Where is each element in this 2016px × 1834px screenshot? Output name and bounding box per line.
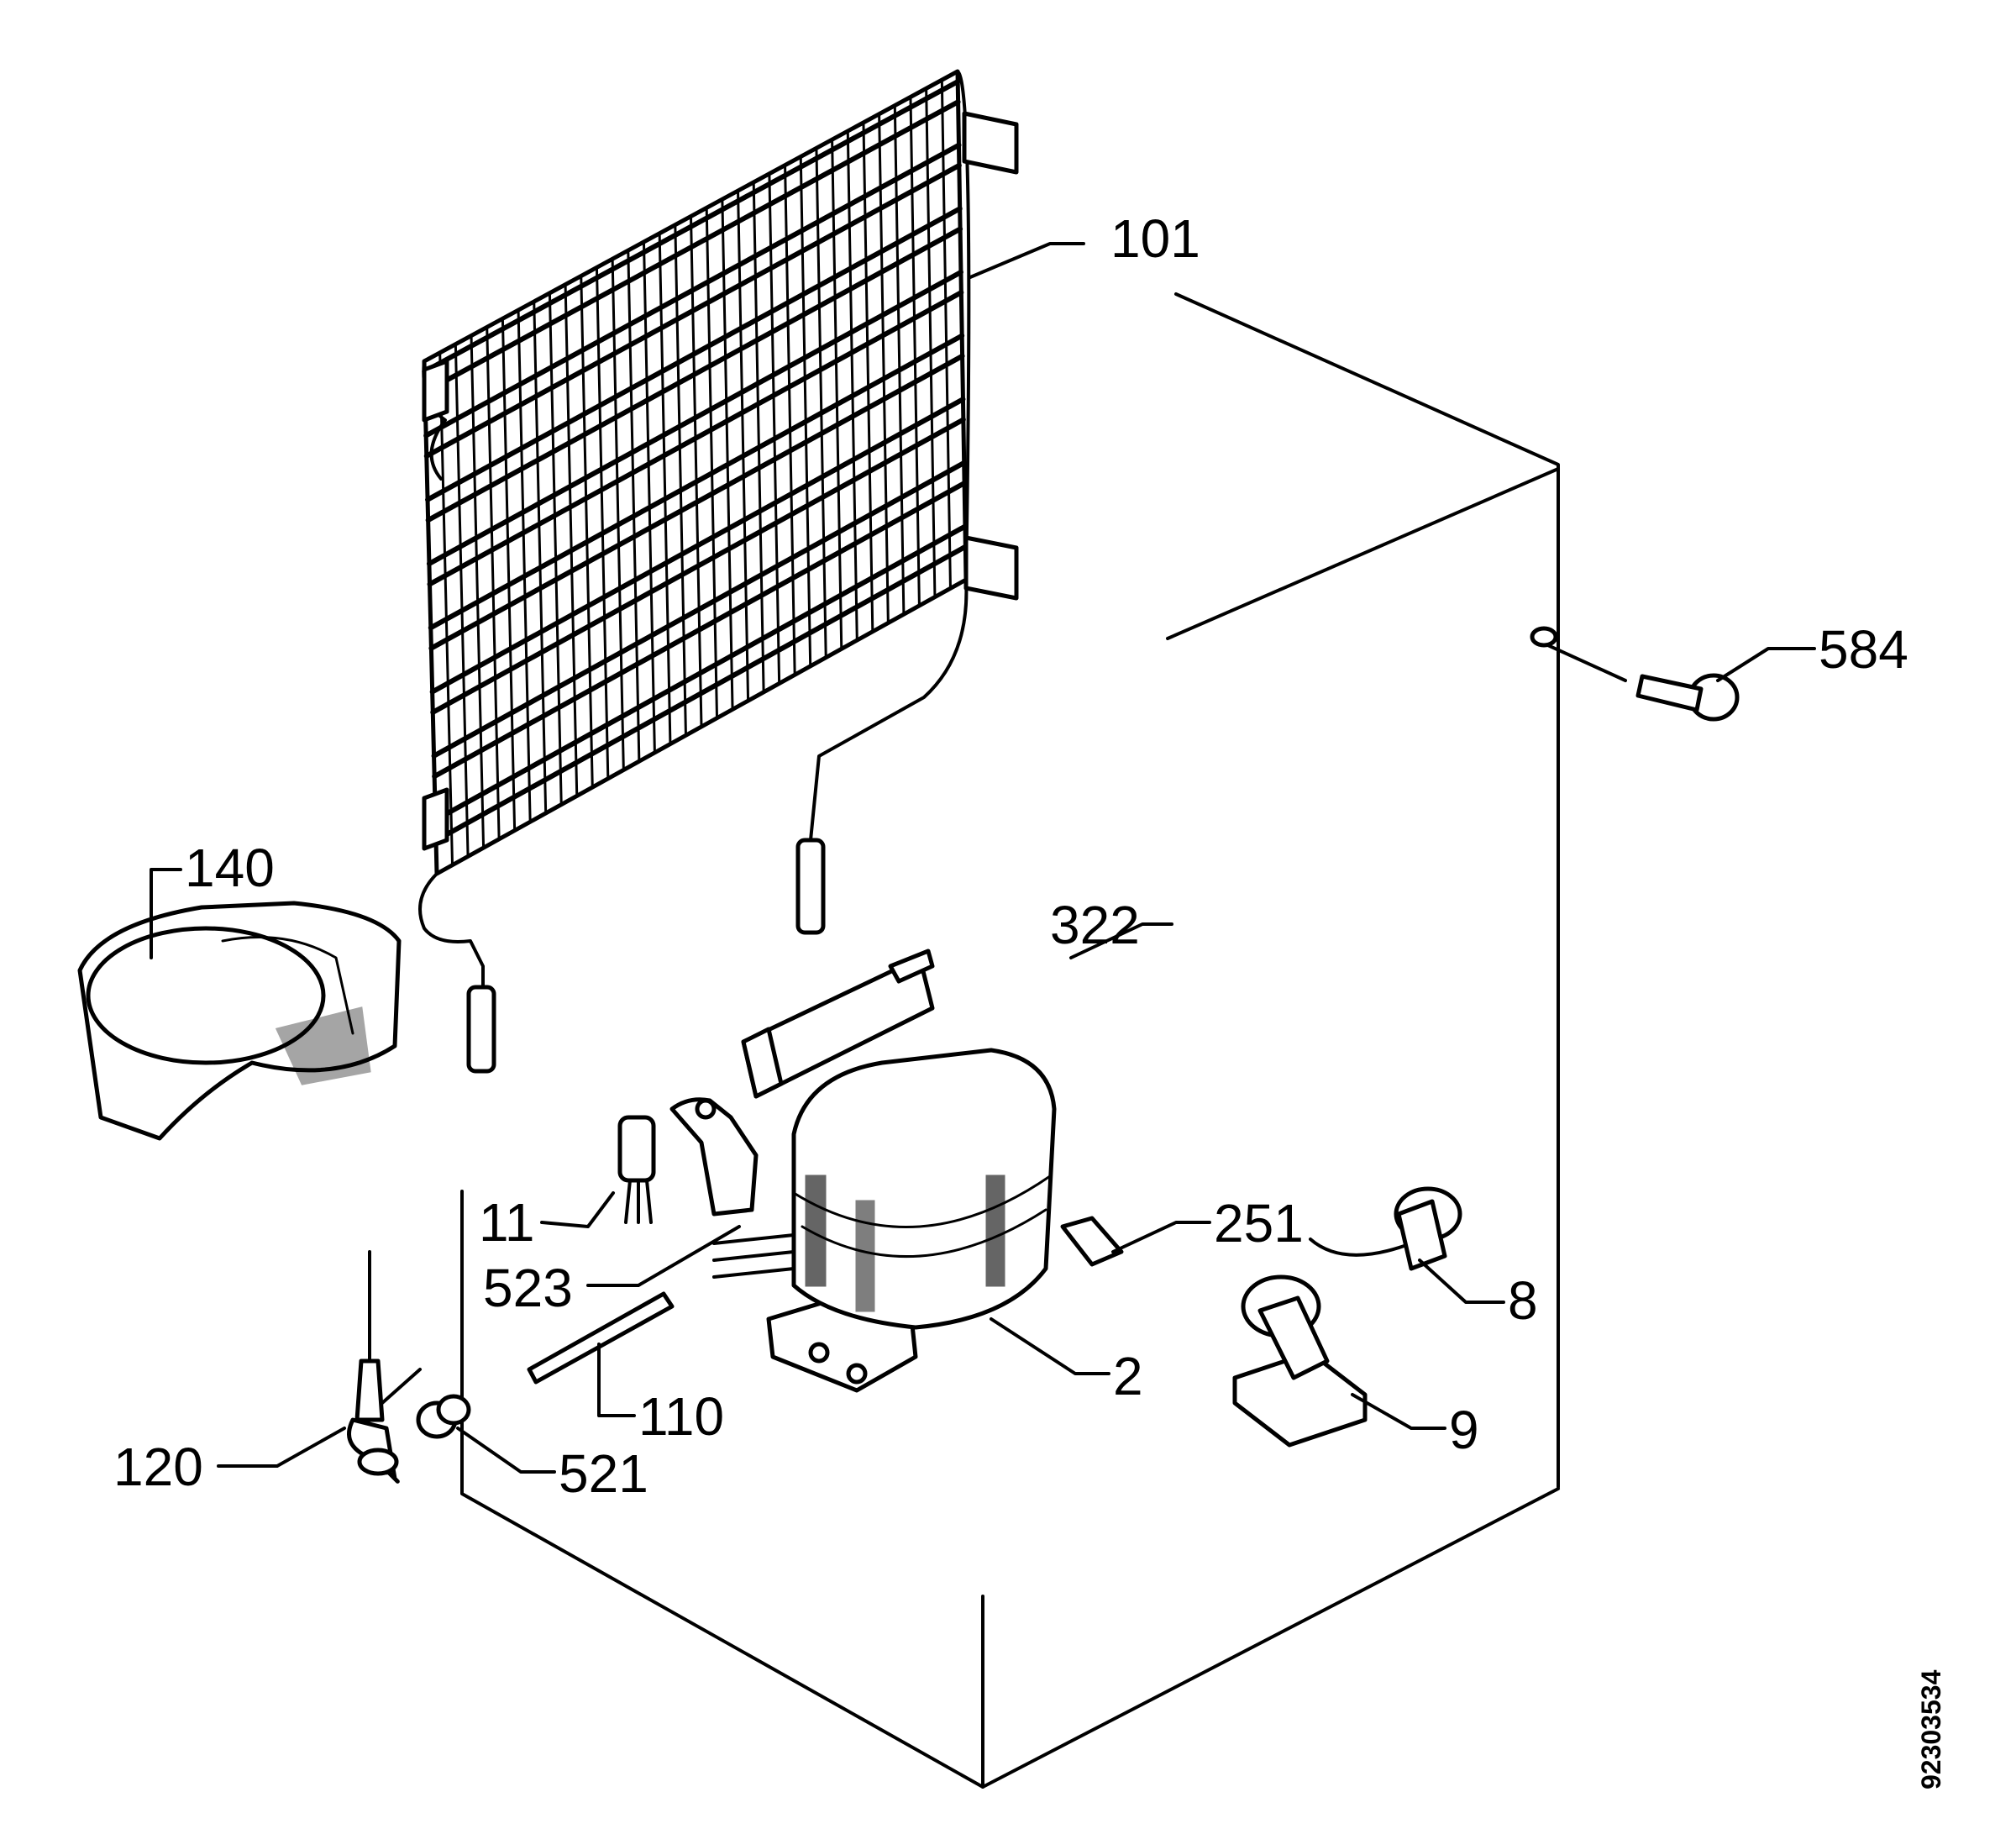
label-120: 120 (113, 1437, 203, 1497)
label-2: 2 (1113, 1346, 1143, 1406)
label-8: 8 (1508, 1270, 1538, 1331)
drip-tray (77, 901, 402, 1141)
condenser-grille (418, 69, 1019, 1074)
label-9: 9 (1449, 1400, 1479, 1460)
cable-clamp (1232, 1274, 1368, 1448)
label-251: 251 (1214, 1193, 1304, 1253)
leader-lines (150, 242, 1816, 1474)
label-322: 322 (1050, 895, 1140, 955)
pipe (527, 1291, 675, 1385)
compressor (712, 1048, 1057, 1393)
label-11: 11 (479, 1192, 534, 1253)
dryer-filter (347, 1250, 422, 1484)
terminal-block (1060, 1216, 1124, 1267)
cabinet-outline (460, 292, 1560, 1789)
label-523: 523 (483, 1258, 573, 1318)
part-labels: 101 584 140 322 11 523 251 8 2 110 120 5… (113, 208, 1946, 1789)
overload-protector (669, 1097, 759, 1217)
door-switch (1530, 626, 1740, 722)
start-relay (617, 1115, 656, 1224)
compressor-bracket (741, 949, 935, 1099)
label-101: 101 (1110, 208, 1200, 269)
label-584: 584 (1819, 619, 1908, 680)
label-521: 521 (559, 1443, 648, 1504)
label-140: 140 (185, 838, 275, 898)
grommet (416, 1394, 471, 1439)
document-number: 92303534 (1916, 1669, 1946, 1789)
thermostat (1309, 1186, 1462, 1271)
label-110: 110 (638, 1386, 724, 1447)
